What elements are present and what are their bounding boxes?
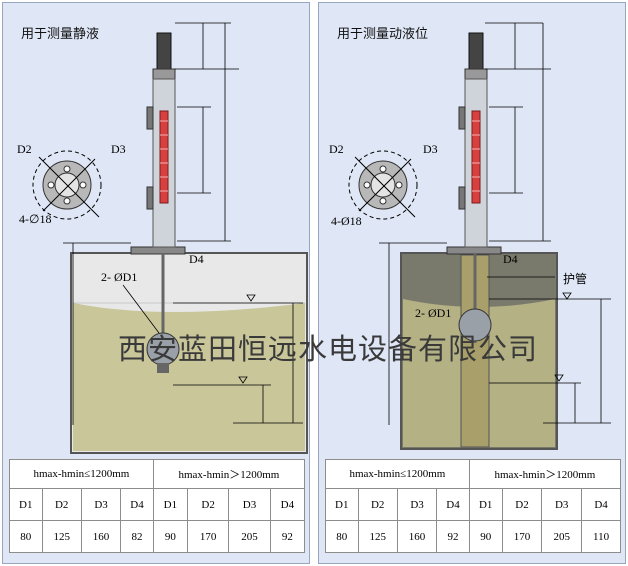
column-header: D2 [186, 488, 230, 521]
table-cell: 125 [41, 520, 82, 553]
d1-label: 2- ØD1 [101, 270, 137, 284]
flange [446, 246, 502, 255]
d1-leader [122, 284, 160, 334]
float-weight [157, 363, 169, 373]
table-cell: 205 [228, 520, 271, 553]
column-header: D4 [269, 488, 306, 521]
group-header: hmax-hmin≤1200mm [325, 459, 470, 489]
column-header: D3 [80, 488, 122, 521]
dynamic-liquid-panel: 用于测量动液位 [318, 2, 626, 564]
table-cell: 92 [269, 520, 306, 553]
panel-title: 用于测量动液位 [337, 27, 429, 42]
flange-top-view [32, 150, 102, 220]
d3-label: D3 [111, 142, 126, 156]
static-liquid-diagram: D2 D3 4-∅18 D4 2- ØD1 [17, 22, 308, 454]
table-cell: 90 [152, 520, 188, 553]
dimension-lines [63, 22, 303, 425]
column-header: D2 [357, 488, 398, 521]
table-cell: 110 [581, 520, 621, 553]
dimension-lines [379, 22, 611, 425]
dynamic-liquid-diagram: D2 D3 4-Ø18 D4 护管 2- ØD1 [329, 22, 611, 450]
table-cell: 160 [80, 520, 122, 553]
table-cell: 205 [541, 520, 583, 553]
group-header: hmax-hmin＞1200mm [468, 459, 622, 489]
d2-label: D2 [17, 142, 32, 156]
gauge-column [146, 32, 176, 248]
column-header: D1 [9, 488, 43, 521]
bolt-holes-label: 4-∅18 [19, 212, 51, 226]
column-header: D4 [120, 488, 154, 521]
spec-table: hmax-hmin≤1200mm hmax-hmin＞1200mm D1 D2 … [9, 459, 306, 553]
column-header: D1 [325, 488, 359, 521]
column-header: D3 [396, 488, 438, 521]
level-marker [246, 294, 256, 302]
level-marker [562, 292, 572, 300]
flange [130, 246, 186, 255]
company-watermark: 西安蓝田恒远水电设备有限公司 [118, 332, 539, 366]
column-header: D4 [581, 488, 621, 521]
spec-table: hmax-hmin≤1200mm hmax-hmin＞1200mm D1 D2 … [325, 459, 622, 553]
gauge-column [458, 32, 488, 248]
guard-pipe-label: 护管 [563, 271, 587, 286]
column-header: D3 [228, 488, 271, 521]
column-header: D1 [468, 488, 503, 521]
column-header: D3 [541, 488, 583, 521]
column-header: D4 [436, 488, 470, 521]
level-marker [238, 376, 248, 384]
panel-title: 用于测量静液 [21, 27, 100, 42]
level-marker [554, 374, 564, 382]
table-cell: 170 [501, 520, 543, 553]
table-cell: 160 [396, 520, 438, 553]
table-cell: 80 [325, 520, 359, 553]
float-ball [458, 308, 492, 342]
table-cell: 170 [186, 520, 230, 553]
column-header: D2 [501, 488, 543, 521]
table-cell: 92 [436, 520, 470, 553]
d2-label: D2 [329, 142, 344, 156]
static-liquid-panel: 用于测量静液 [2, 2, 310, 564]
d3-label: D3 [423, 142, 438, 156]
d1-label: 2- ØD1 [415, 306, 451, 320]
column-header: D2 [41, 488, 82, 521]
table-cell: 80 [9, 520, 43, 553]
flange-top-view [348, 150, 418, 220]
table-cell: 90 [468, 520, 503, 553]
group-header: hmax-hmin＞1200mm [152, 459, 306, 489]
group-header: hmax-hmin≤1200mm [9, 459, 154, 489]
bolt-holes-label: 4-Ø18 [331, 214, 362, 228]
d4-label: D4 [503, 252, 518, 266]
table-cell: 125 [357, 520, 398, 553]
d4-label: D4 [189, 252, 204, 266]
tank [70, 252, 308, 454]
column-header: D1 [152, 488, 188, 521]
table-cell: 82 [120, 520, 154, 553]
